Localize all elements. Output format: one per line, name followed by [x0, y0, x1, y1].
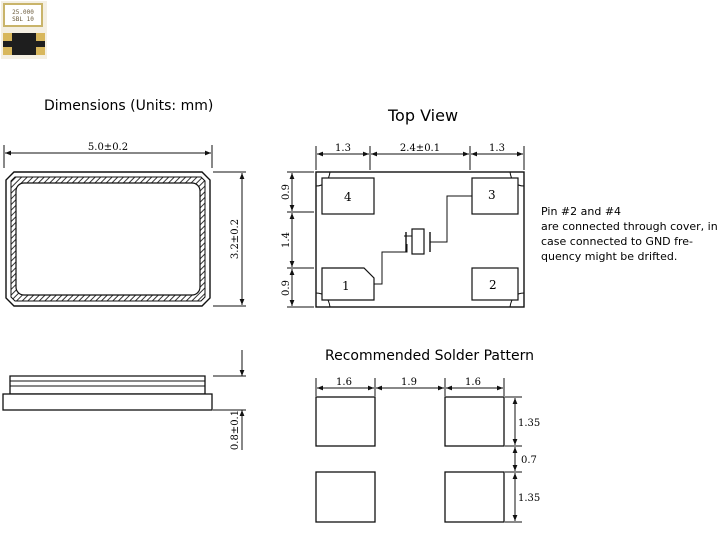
pin-1-pad — [321, 267, 375, 301]
solder-pad — [315, 471, 376, 523]
pin-3-pad — [471, 177, 519, 215]
width-dimension: 3.2±0.2 — [230, 219, 241, 259]
solder-pad — [444, 396, 505, 447]
package-side-profile: 0.8±0.1 — [2, 350, 246, 450]
solder-dim-left: 1.6 — [336, 377, 352, 388]
solder-side-top: 1.35 — [518, 418, 540, 429]
note-line-1: Pin #2 and #4 — [541, 205, 621, 218]
dimensions-heading: Dimensions (Units: mm) — [44, 98, 213, 114]
top-view-side-mid: 1.4 — [281, 232, 292, 248]
pin-3-label: 3 — [488, 188, 496, 202]
solder-dim-mid: 1.9 — [401, 377, 417, 388]
pin-2-label: 2 — [489, 278, 497, 292]
thumbnail-top-text: 25.000 — [12, 9, 34, 16]
solder-dim-right: 1.6 — [465, 377, 481, 388]
length-dimension: 5.0±0.2 — [88, 142, 128, 153]
solder-side-mid: 0.7 — [521, 455, 537, 466]
pin-2-pad — [471, 267, 519, 301]
package-outline-top: 5.0±0.2 3.2±0.2 — [3, 142, 246, 307]
top-view-side-top: 0.9 — [281, 184, 292, 200]
component-thumbnail: 25.000 SBL 10 — [1, 1, 47, 59]
solder-side-bottom: 1.35 — [518, 493, 540, 504]
note-line-4: quency might be drifted. — [541, 250, 677, 263]
solder-pattern-heading: Recommended Solder Pattern — [325, 348, 534, 364]
solder-pad — [444, 471, 505, 523]
pin-note: Pin #2 and #4 are connected through cove… — [541, 205, 718, 263]
top-view-dim-right: 1.3 — [489, 143, 505, 154]
note-line-3: case connected to GND fre- — [541, 235, 693, 248]
top-view-dim-left: 1.3 — [335, 143, 351, 154]
crystal-symbol — [374, 195, 472, 285]
pin-4-label: 4 — [344, 190, 352, 204]
height-dimension: 0.8±0.1 — [230, 410, 241, 450]
note-line-2: are connected through cover, in — [541, 220, 718, 233]
top-view-dim-mid: 2.4±0.1 — [400, 143, 440, 154]
solder-pad — [315, 396, 376, 447]
pin-1-label: 1 — [342, 279, 350, 293]
top-view-heading: Top View — [387, 106, 458, 125]
thumbnail-bottom-text: SBL 10 — [12, 16, 34, 23]
pin-4-pad — [321, 177, 375, 215]
top-view-side-bottom: 0.9 — [281, 280, 292, 296]
solder-pattern-drawing: 1.6 1.9 1.6 1.35 0.7 1.35 — [315, 377, 540, 523]
top-view-drawing: 1.3 2.4±0.1 1.3 0.9 1.4 0.9 4 3 1 2 — [281, 143, 525, 308]
